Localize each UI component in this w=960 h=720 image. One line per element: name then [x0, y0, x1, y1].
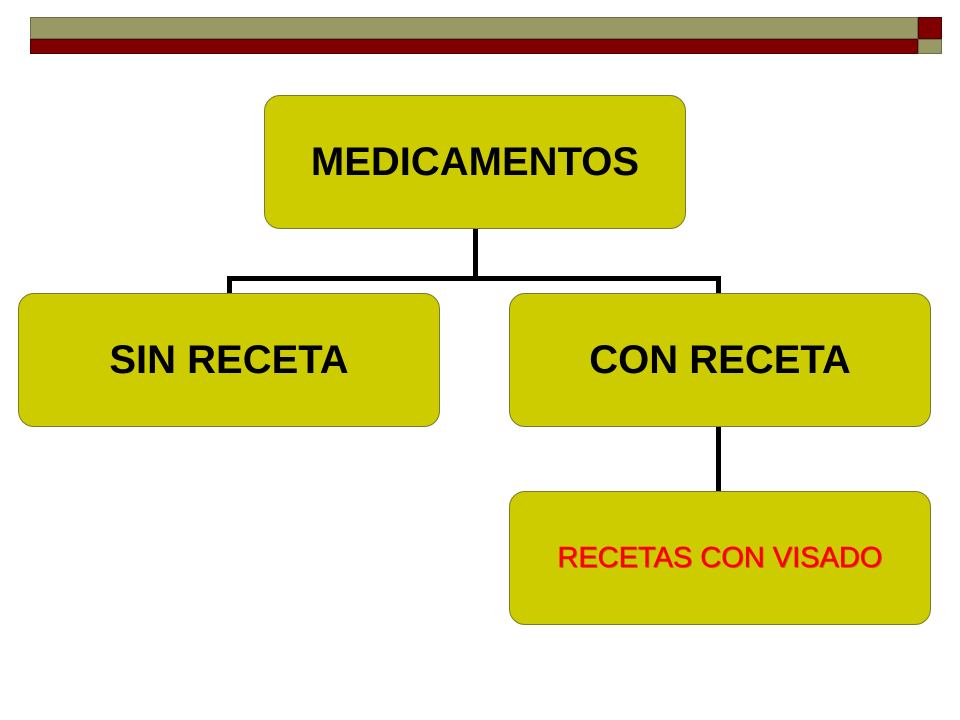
connector-con-to-visado: [716, 427, 721, 491]
node-recetas-con-visado: RECETAS CON VISADO: [509, 491, 931, 625]
node-medicamentos: MEDICAMENTOS: [264, 95, 686, 229]
header-bar-olive: [30, 17, 918, 39]
header-square-maroon: [918, 17, 942, 39]
connector-horizontal: [227, 276, 721, 281]
node-sin-receta: SIN RECETA: [18, 293, 440, 427]
connector-to-sin-receta: [227, 276, 232, 293]
connector-root-down: [473, 229, 478, 280]
header-bar-maroon: [30, 39, 918, 54]
node-con-receta: CON RECETA: [509, 293, 931, 427]
header-square-olive: [918, 39, 942, 54]
connector-to-con-receta: [716, 276, 721, 293]
